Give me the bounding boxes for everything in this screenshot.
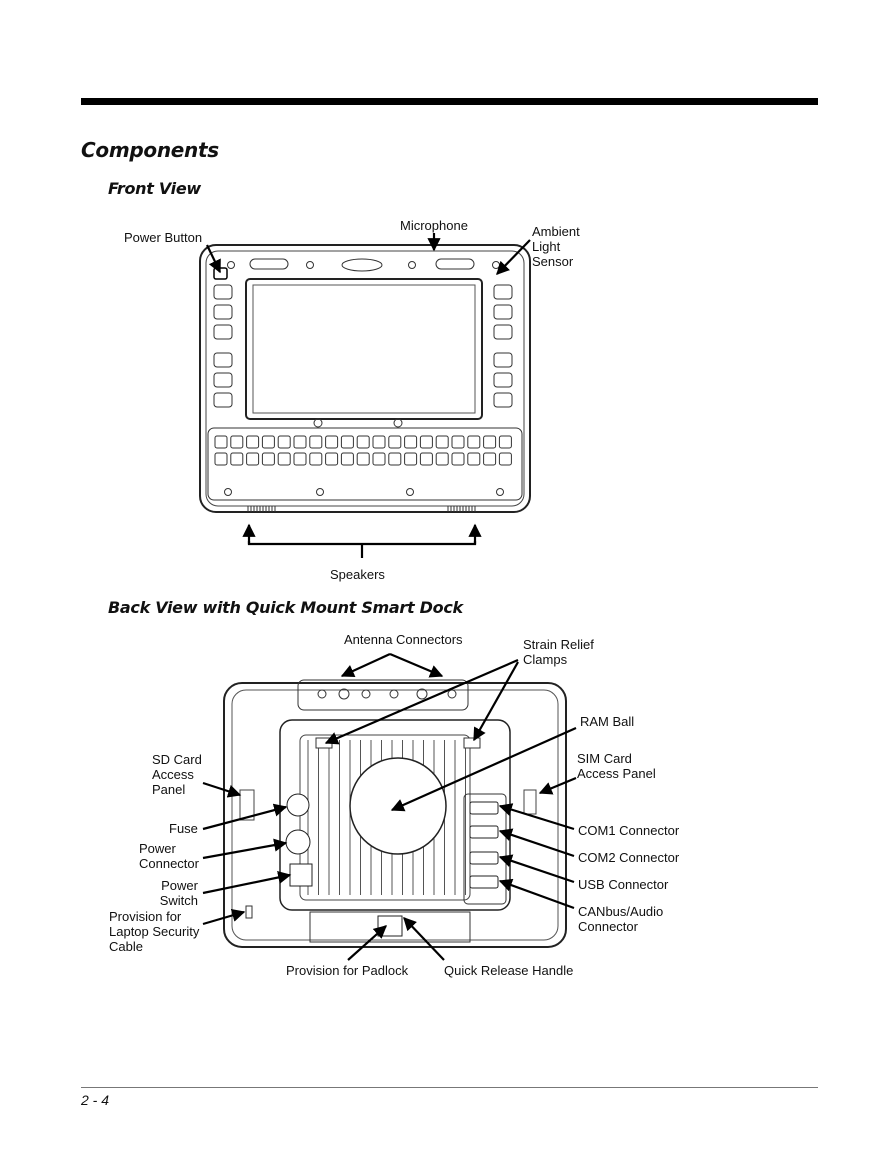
keyboard-key [404, 435, 418, 449]
keyboard-key [261, 452, 275, 466]
fuse [286, 793, 310, 817]
section-title: Components [81, 138, 219, 162]
antenna-bar [297, 679, 469, 711]
keyboard-key [325, 435, 339, 449]
keyboard-key [246, 435, 260, 449]
canbus-audio-connector [469, 875, 499, 889]
speaker-grilles [247, 506, 476, 512]
label-ambient-light-sensor: Ambient Light Sensor [532, 224, 580, 269]
keyboard-key [261, 435, 275, 449]
keyboard-key [340, 435, 354, 449]
keyboard-key [230, 435, 244, 449]
padlock-provision [377, 915, 403, 937]
keyboard-key [372, 435, 386, 449]
label-sd-card-access-panel: SD Card Access Panel [152, 752, 202, 797]
label-com2: COM2 Connector [578, 850, 680, 865]
label-padlock: Provision for Padlock [286, 963, 409, 978]
power-switch [289, 863, 313, 887]
sim-card-panel [523, 789, 537, 815]
label-power-connector: Power Connector [139, 841, 199, 871]
keyboard-key [246, 452, 260, 466]
keyboard-key [277, 435, 291, 449]
keyboard-key [309, 452, 323, 466]
page-number: 2 - 4 [81, 1092, 110, 1108]
label-com1: COM1 Connector [578, 823, 680, 838]
label-antenna-connectors: Antenna Connectors [344, 632, 463, 647]
keyboard-key [356, 452, 370, 466]
display-screen [245, 278, 483, 420]
keyboard-key [325, 452, 339, 466]
keyboard-key [483, 435, 497, 449]
ram-ball [349, 757, 447, 855]
back-view-heading: Back View with Quick Mount Smart Dock [108, 598, 463, 617]
label-speakers: Speakers [330, 567, 385, 582]
label-laptop-security: Provision for Laptop Security Cable [109, 909, 200, 954]
label-fuse: Fuse [169, 821, 198, 836]
keyboard-key [340, 452, 354, 466]
keyboard-key [451, 435, 465, 449]
keyboard-key [451, 452, 465, 466]
keyboard-area [207, 427, 523, 501]
keyboard-key [467, 452, 481, 466]
keyboard-key [214, 435, 228, 449]
power-connector [285, 829, 311, 855]
keyboard-key [214, 452, 228, 466]
keyboard-key [498, 435, 512, 449]
keyboard-key [404, 452, 418, 466]
label-sim-card-access-panel: SIM Card Access Panel [577, 751, 656, 781]
com2-connector [469, 825, 499, 839]
front-view-heading: Front View [108, 179, 201, 198]
keyboard-key [309, 435, 323, 449]
keyboard-key [277, 452, 291, 466]
usb-connector [469, 851, 499, 865]
keyboard-key [388, 452, 402, 466]
keyboard-key [467, 435, 481, 449]
keyboard-keys [214, 435, 512, 466]
label-usb: USB Connector [578, 877, 669, 892]
keyboard-key [293, 452, 307, 466]
keyboard-key [483, 452, 497, 466]
label-ram-ball: RAM Ball [580, 714, 635, 729]
keyboard-key [419, 452, 433, 466]
keyboard-key [230, 452, 244, 466]
keyboard-key [372, 452, 386, 466]
label-power-button: Power Button [124, 230, 203, 245]
keyboard-key [419, 435, 433, 449]
keyboard-key [388, 435, 402, 449]
keyboard-key [356, 435, 370, 449]
sd-card-panel [239, 789, 255, 821]
label-canbus-audio: CANbus/Audio Connector [578, 904, 664, 934]
label-strain-relief-clamps: Strain Relief Clamps [523, 637, 594, 667]
keyboard-key [435, 435, 449, 449]
quick-release-handle [309, 911, 471, 943]
keyboard-key [498, 452, 512, 466]
header-rule [81, 98, 818, 105]
footer-rule [81, 1087, 818, 1088]
keyboard-key [293, 435, 307, 449]
label-power-switch: Power Switch [159, 878, 198, 908]
label-microphone: Microphone [400, 218, 468, 233]
com1-connector [469, 801, 499, 815]
keyboard-key [435, 452, 449, 466]
label-quick-release-handle: Quick Release Handle [444, 963, 574, 978]
